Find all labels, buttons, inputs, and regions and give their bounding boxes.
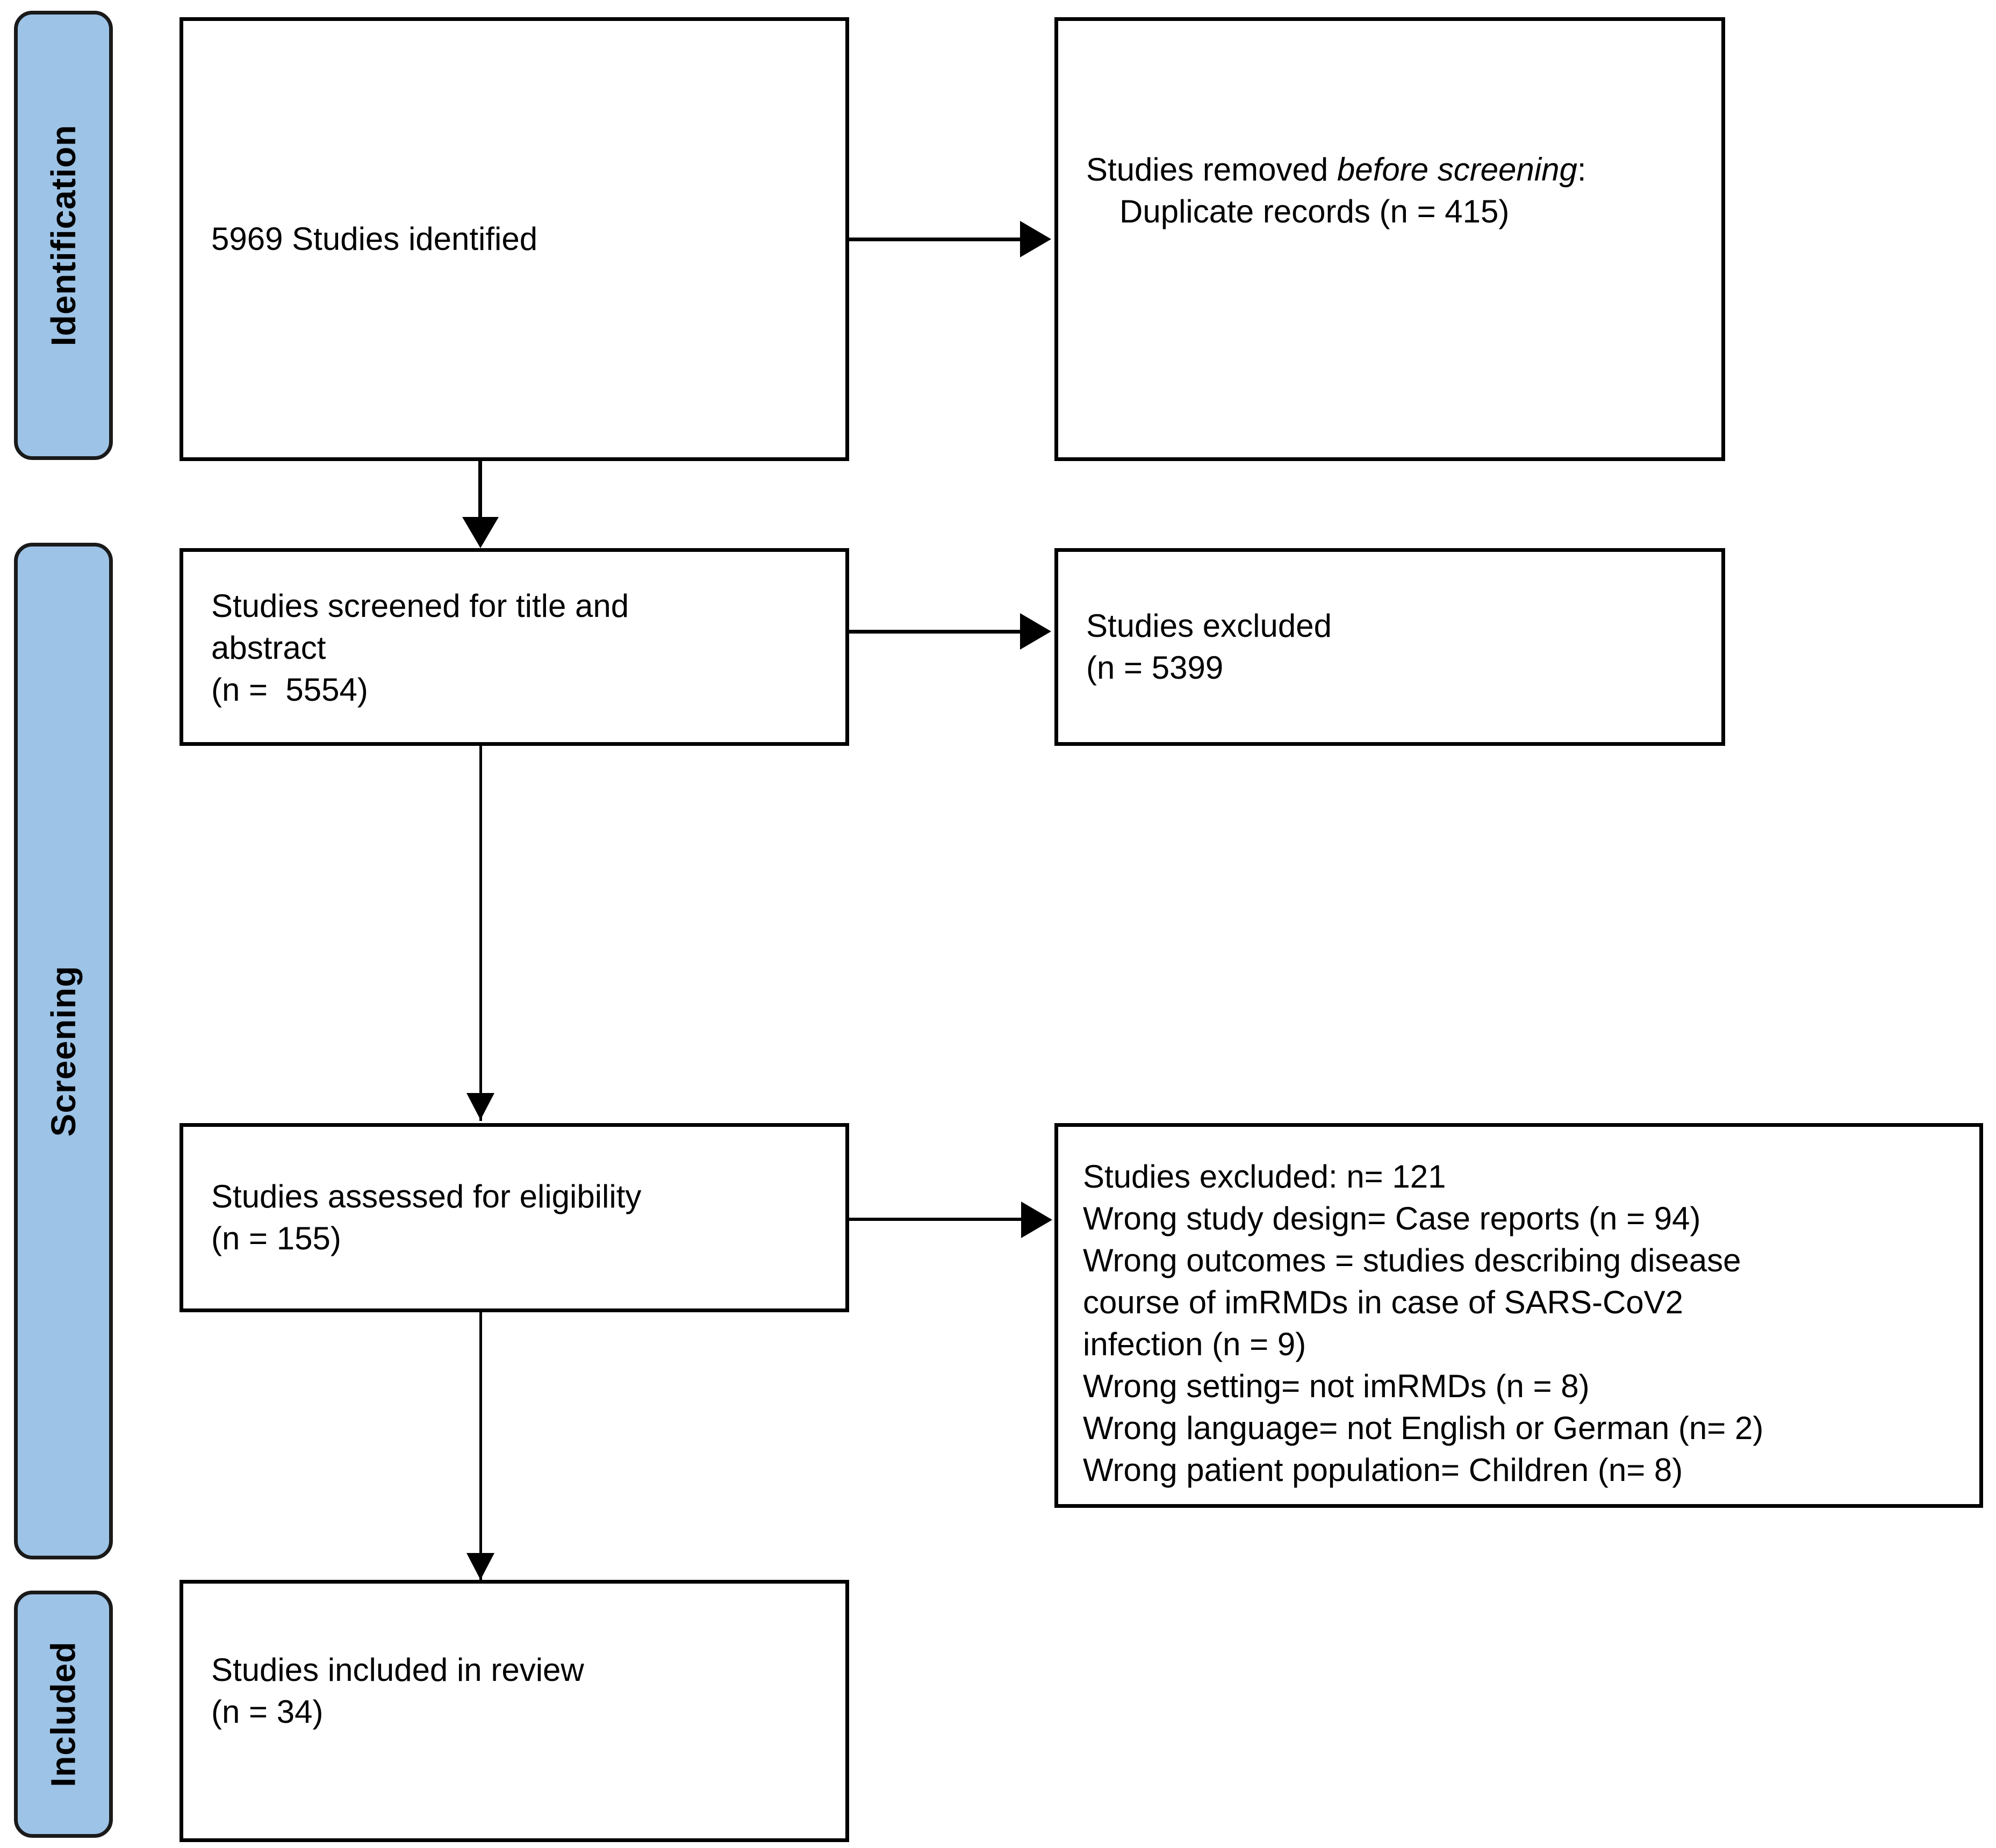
box-studies-screened: Studies screened for title and abstract (n… <box>180 548 849 746</box>
box-studies-screened-text: Studies screened for title and abstract (n… <box>211 585 829 711</box>
connector-eligibility-to-excluded-arrowhead <box>1021 1202 1052 1238</box>
box-studies-included-review-text: Studies included in review (n = 34) <box>211 1649 829 1733</box>
connector-screened-to-eligibility-arrowhead <box>466 1093 494 1120</box>
excl-line-2: Wrong study design= Case reports (n = 94… <box>1083 1200 1701 1236</box>
stage-tab-screening-label: Screening <box>44 965 83 1137</box>
stage-tab-included: Included <box>14 1591 113 1838</box>
excl-line-6: Wrong setting= not imRMDs (n = 8) <box>1083 1368 1590 1404</box>
excl-line-4: course of imRMDs in case of SARS-CoV2 <box>1083 1284 1684 1320</box>
removed-lead: Studies removed <box>1086 152 1337 188</box>
excl-line-3: Wrong outcomes = studies describing dise… <box>1083 1242 1741 1278</box>
screened-line3: (n = 5554) <box>211 672 368 708</box>
box-studies-excluded-screening-text: Studies excluded (n = 5399 <box>1086 605 1705 689</box>
connector-screened-to-excluded-line <box>849 630 1022 634</box>
connector-screened-to-excluded-arrowhead <box>1020 613 1051 650</box>
connector-eligibility-to-included-arrowhead <box>466 1553 494 1580</box>
connector-eligibility-to-excluded-line <box>849 1218 1025 1221</box>
excl-line-1: Studies excluded: n= 121 <box>1083 1159 1446 1195</box>
stage-tab-screening: Screening <box>14 543 113 1559</box>
removed-italic: before screening <box>1337 152 1577 188</box>
eligibility-line1: Studies assessed for eligibility <box>211 1178 642 1214</box>
included-line1: Studies included in review <box>211 1652 584 1688</box>
screened-line2: abstract <box>211 630 326 666</box>
connector-identified-to-screened-arrowhead <box>462 517 499 548</box>
stage-tab-identification: Identification <box>14 11 113 460</box>
excl-line-7: Wrong language= not English or German (n… <box>1083 1410 1764 1446</box>
screened-line1: Studies screened for title and <box>211 588 629 624</box>
removed-colon: : <box>1577 152 1586 188</box>
box-studies-assessed-eligibility-text: Studies assessed for eligibility (n = 155… <box>211 1176 829 1260</box>
stage-tab-identification-label: Identification <box>44 124 83 347</box>
connector-identified-to-removed-line <box>849 238 1022 241</box>
excluded-screening-line1: Studies excluded <box>1086 608 1332 644</box>
box-studies-included-review: Studies included in review (n = 34) <box>180 1580 849 1842</box>
eligibility-line2: (n = 155) <box>211 1220 341 1256</box>
excl-line-5: infection (n = 9) <box>1083 1326 1306 1362</box>
connector-identified-to-screened-line <box>478 461 482 544</box>
removed-detail: Duplicate records (n = 415) <box>1119 193 1510 229</box>
included-line2: (n = 34) <box>211 1694 324 1730</box>
box-studies-removed-before-screening: Studies removed before screening: Duplica… <box>1054 17 1725 461</box>
box-studies-identified-text: 5969 Studies identified <box>211 221 538 257</box>
connector-eligibility-to-included-line <box>479 1312 482 1581</box>
box-studies-assessed-eligibility: Studies assessed for eligibility (n = 155… <box>180 1123 849 1312</box>
excluded-screening-line2: (n = 5399 <box>1086 650 1224 686</box>
connector-screened-to-eligibility-line <box>479 746 482 1121</box>
connector-identified-to-removed-arrowhead <box>1020 221 1051 257</box>
stage-tab-included-label: Included <box>44 1641 83 1787</box>
box-studies-excluded-screening: Studies excluded (n = 5399 <box>1054 548 1725 746</box>
excl-line-8: Wrong patient population= Children (n= 8… <box>1083 1452 1683 1488</box>
box-studies-identified: 5969 Studies identified <box>180 17 849 461</box>
box-studies-removed-text: Studies removed before screening: Duplica… <box>1086 149 1705 233</box>
